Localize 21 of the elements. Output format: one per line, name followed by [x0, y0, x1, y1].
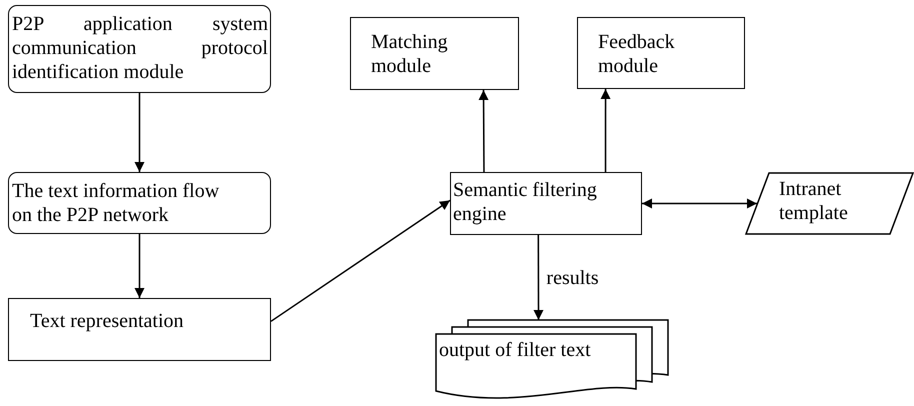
node-text: The text information flow on the P2P network	[12, 179, 220, 227]
arrow	[134, 93, 144, 172]
arrow	[534, 235, 544, 320]
process-box	[450, 172, 642, 235]
process-box	[8, 172, 271, 234]
node-text: output of filter text	[439, 338, 592, 362]
arrow	[478, 90, 489, 172]
process-box	[350, 17, 519, 90]
node-text: Text representation	[30, 309, 185, 333]
arrow	[134, 234, 144, 298]
node-text: Semantic filtering engine	[453, 178, 598, 226]
arrow	[270, 200, 450, 322]
process-box	[8, 298, 271, 361]
node-text: P2P application system communication protocol identification module	[12, 12, 268, 84]
node-text: Feedback module	[598, 30, 676, 78]
arrow	[642, 198, 757, 208]
process-box	[8, 5, 271, 93]
node-text: Intranet template	[779, 177, 849, 225]
process-box	[577, 17, 745, 89]
node-text: Matching module	[371, 30, 449, 78]
arrow	[600, 89, 611, 172]
